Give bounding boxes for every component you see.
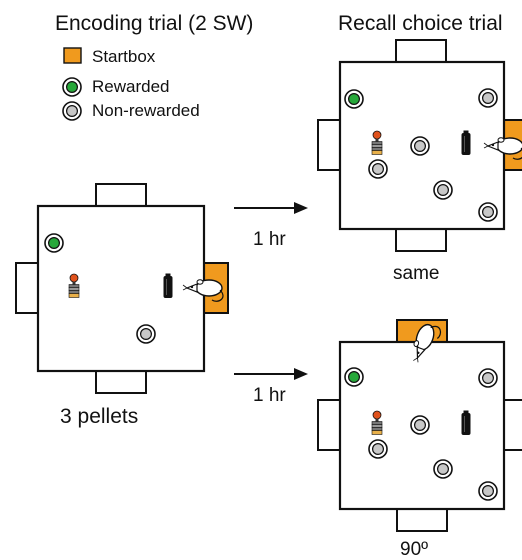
rewarded-well	[344, 89, 364, 109]
arrowhead-icon	[294, 368, 308, 380]
legend-startbox-label: Startbox	[92, 47, 156, 66]
non-rewarded-well	[478, 368, 498, 388]
non-rewarded-well	[433, 180, 453, 200]
non-rewarded-well	[433, 459, 453, 479]
recall-arena-rotated	[317, 319, 522, 532]
delay-arrow-top	[234, 202, 308, 214]
rewarded-well	[44, 233, 64, 253]
cylinder-object-icon	[163, 273, 173, 299]
arena-square	[36, 204, 206, 373]
arm-box-west	[317, 399, 341, 451]
arm-box-south	[396, 508, 448, 532]
non-rewarded-well	[478, 202, 498, 222]
delay-arrow-bottom	[234, 368, 308, 380]
legend-non-rewarded-label: Non-rewarded	[92, 101, 200, 120]
encoding-arena	[15, 183, 229, 394]
non-rewarded-well	[410, 415, 430, 435]
recall-rotated-caption: 90º	[400, 539, 428, 560]
encoding-trial-title: Encoding trial (2 SW)	[55, 12, 253, 35]
arm-box-east	[503, 399, 522, 451]
rewarded-well	[344, 367, 364, 387]
delay-label-top: 1 hr	[253, 229, 286, 250]
non-rewarded-well	[478, 481, 498, 501]
recall-trial-title: Recall choice trial	[338, 12, 503, 35]
arm-box-north	[395, 39, 447, 63]
legend: Startbox Rewarded Non-rewarded	[62, 47, 200, 121]
non-rewarded-legend-icon	[62, 101, 82, 121]
arm-box-north	[95, 183, 147, 207]
stacked-object-icon	[371, 410, 383, 435]
delay-label-bottom: 1 hr	[253, 385, 286, 406]
arm-box-west	[15, 262, 39, 314]
non-rewarded-well	[478, 88, 498, 108]
arm-box-south	[395, 228, 447, 252]
arm-box-south	[95, 370, 147, 394]
non-rewarded-well	[368, 159, 388, 179]
rewarded-legend-icon	[62, 77, 82, 97]
cylinder-object-icon	[461, 410, 471, 436]
startbox-legend-swatch	[63, 47, 82, 64]
encoding-caption: 3 pellets	[60, 405, 138, 428]
recall-same-caption: same	[393, 263, 439, 284]
arm-box-west	[317, 119, 341, 171]
arrowhead-icon	[294, 202, 308, 214]
recall-arena-same	[317, 39, 522, 252]
non-rewarded-well	[136, 324, 156, 344]
stacked-object-icon	[371, 130, 383, 155]
non-rewarded-well	[410, 136, 430, 156]
cylinder-object-icon	[461, 130, 471, 156]
stacked-object-icon	[68, 273, 80, 298]
non-rewarded-well	[368, 439, 388, 459]
legend-rewarded-label: Rewarded	[92, 77, 170, 96]
